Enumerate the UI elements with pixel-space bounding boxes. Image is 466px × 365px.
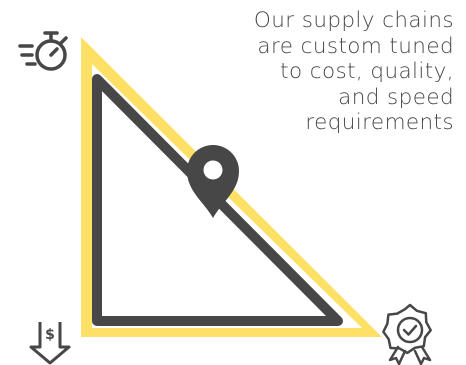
caption-line-2: are custom tuned xyxy=(257,33,454,59)
caption-text: Our supply chains are custom tuned to co… xyxy=(154,8,454,136)
caption-line-5: requirements xyxy=(305,110,454,135)
svg-text:$: $ xyxy=(45,327,55,343)
stopwatch-icon xyxy=(18,31,68,71)
caption-line-1: Our supply chains xyxy=(253,8,454,33)
quality-badge-icon xyxy=(382,303,432,365)
map-pin-icon xyxy=(187,145,239,218)
caption-line-3: to cost, quality, xyxy=(280,59,454,84)
caption-line-4: and speed xyxy=(338,84,454,110)
download-dollar-icon: $ xyxy=(29,322,71,365)
